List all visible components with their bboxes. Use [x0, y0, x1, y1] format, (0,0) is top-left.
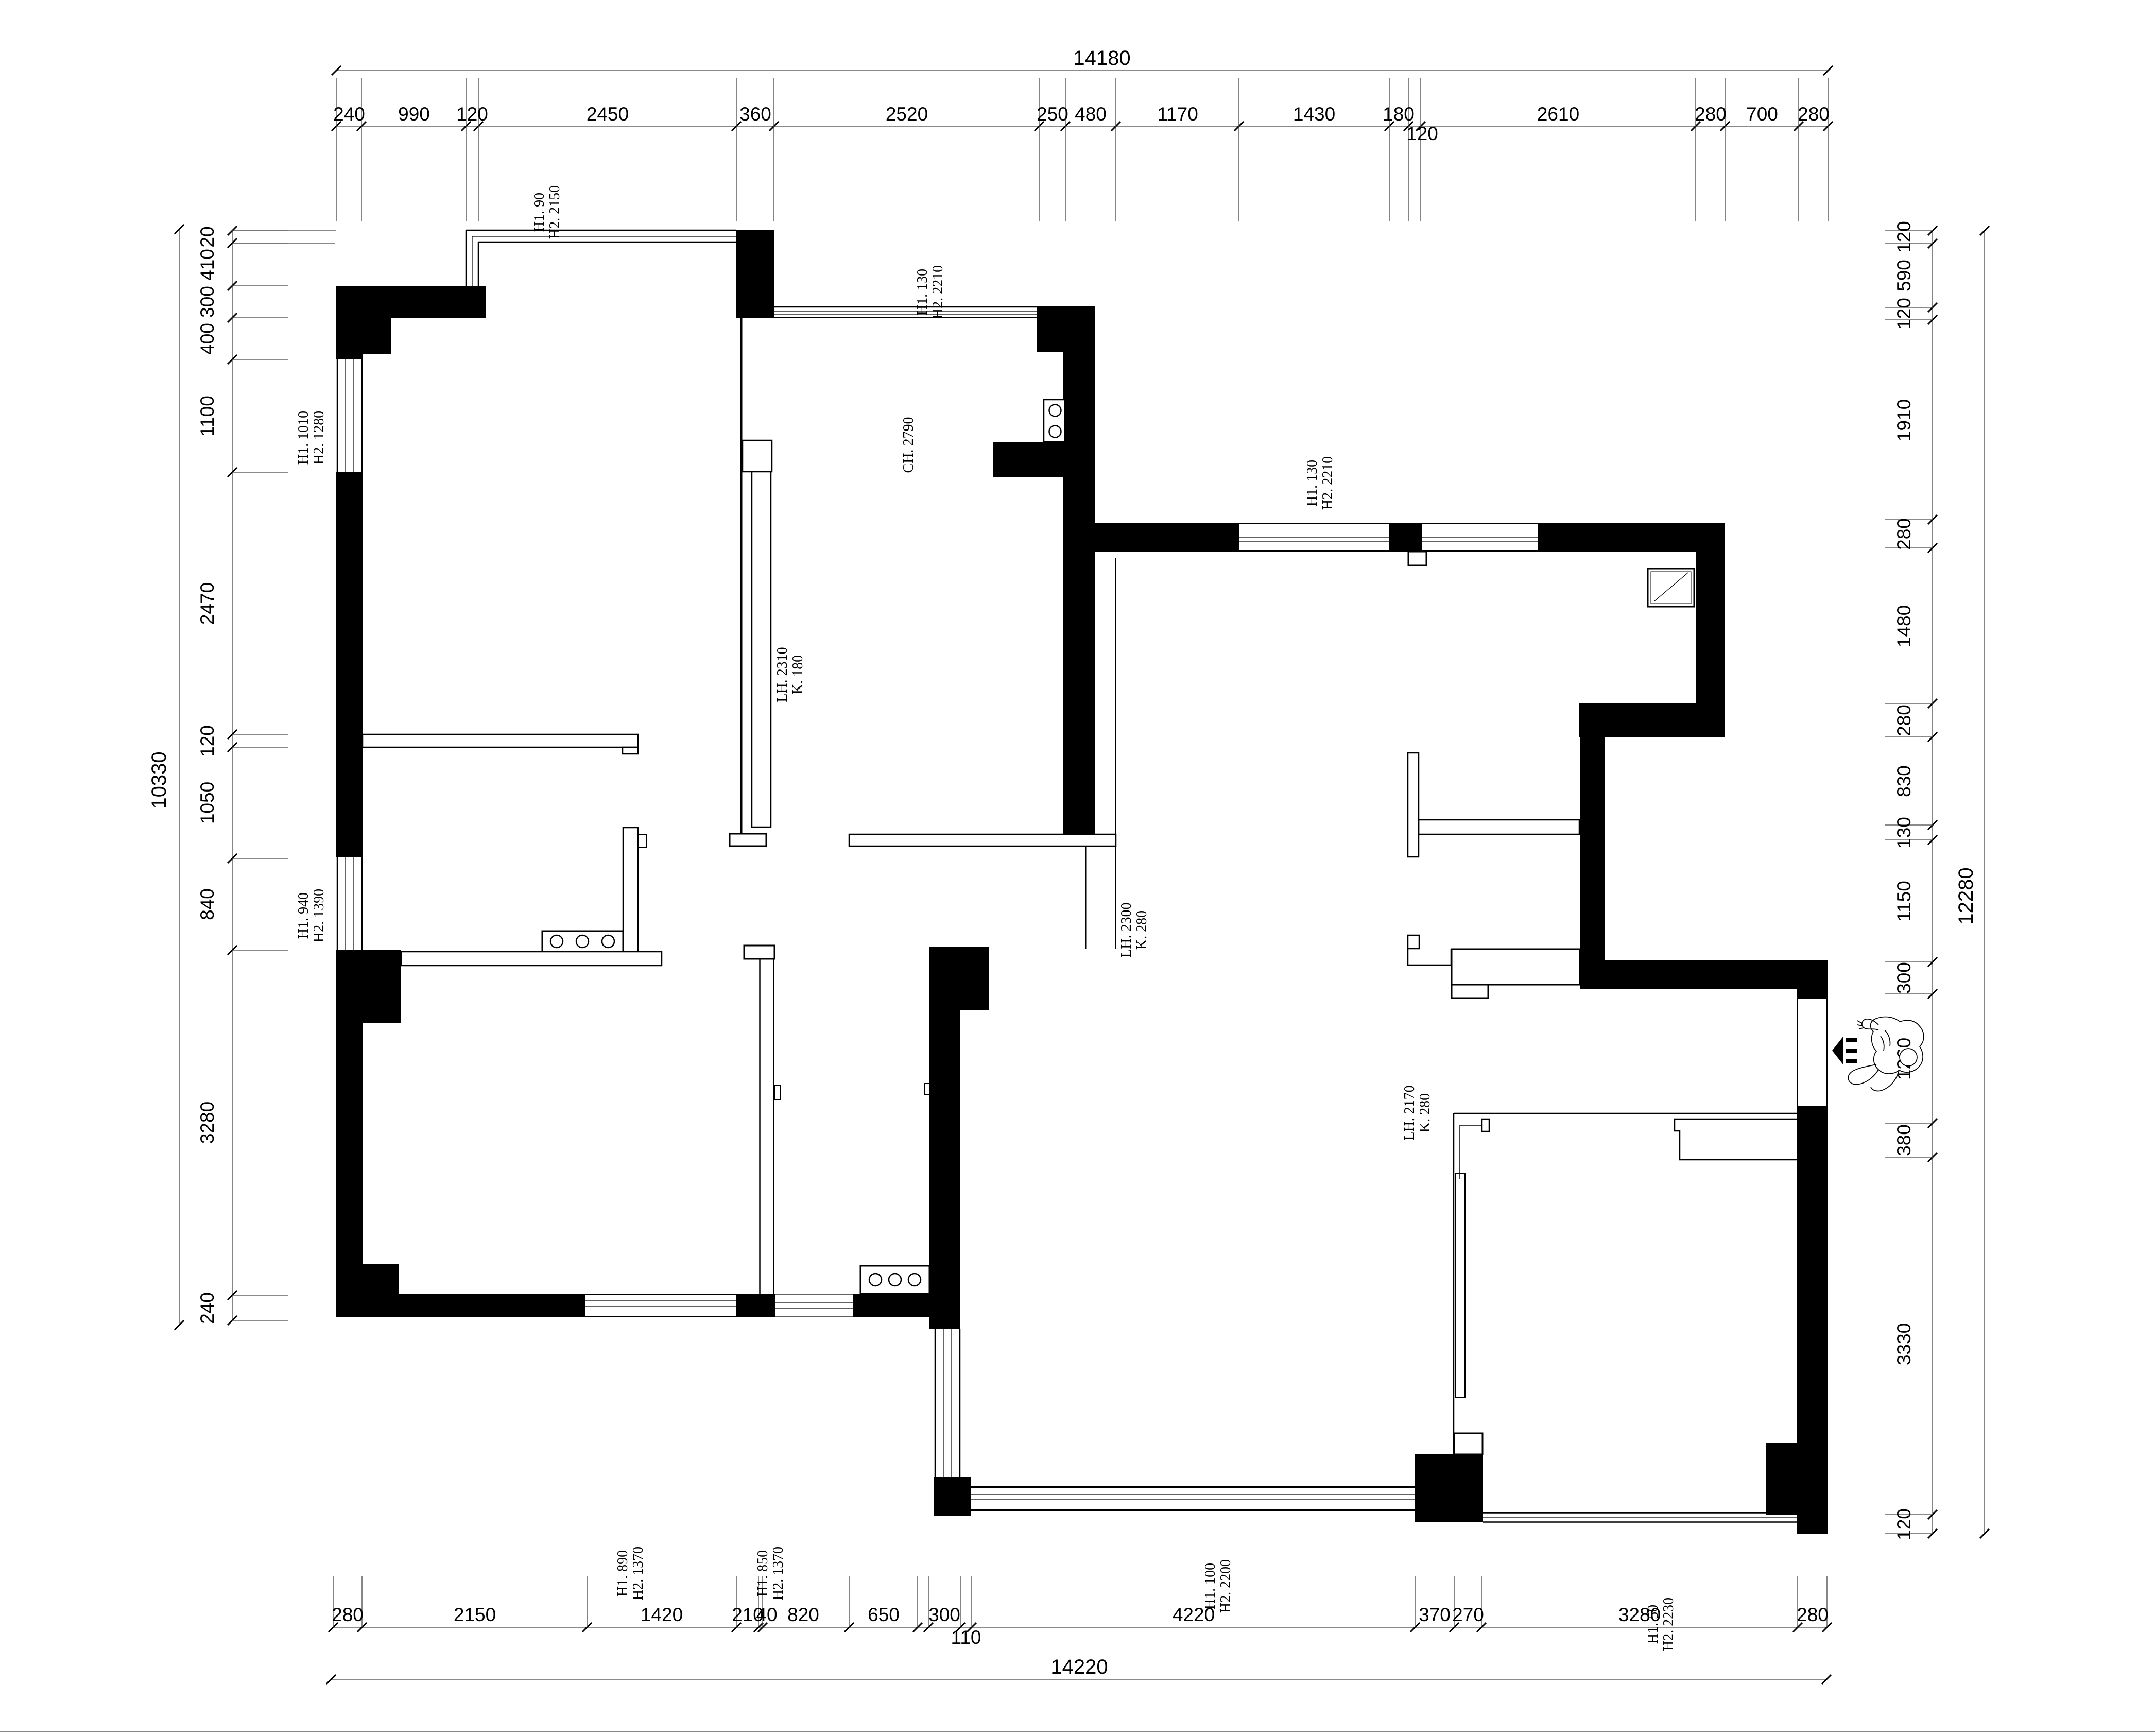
svg-text:120: 120	[1893, 221, 1915, 253]
svg-text:2610: 2610	[1537, 104, 1579, 125]
svg-text:20: 20	[197, 226, 218, 247]
svg-text:370: 370	[1419, 1604, 1451, 1625]
svg-text:H2. 2210: H2. 2210	[930, 265, 946, 319]
svg-text:120: 120	[1893, 298, 1915, 330]
svg-text:H1. 850: H1. 850	[755, 1550, 771, 1596]
svg-text:280: 280	[332, 1604, 364, 1625]
svg-text:210: 210	[732, 1604, 764, 1625]
svg-text:H2. 1370: H2. 1370	[630, 1546, 646, 1600]
svg-text:H1. 100: H1. 100	[1202, 1563, 1218, 1609]
svg-text:240: 240	[333, 104, 365, 125]
svg-text:K. 180: K. 180	[790, 655, 806, 694]
svg-text:H2. 1390: H2. 1390	[311, 889, 327, 942]
svg-text:120: 120	[1406, 123, 1438, 144]
svg-text:380: 380	[1893, 1124, 1915, 1156]
svg-text:280: 280	[1893, 518, 1915, 550]
svg-text:2150: 2150	[454, 1604, 496, 1625]
svg-text:300: 300	[1893, 962, 1915, 994]
svg-text:410: 410	[197, 249, 218, 281]
svg-text:LH. 2310: LH. 2310	[774, 647, 790, 702]
svg-text:400: 400	[197, 323, 218, 355]
svg-text:1100: 1100	[197, 396, 218, 437]
svg-text:1430: 1430	[1293, 104, 1335, 125]
svg-text:240: 240	[197, 1292, 218, 1324]
svg-text:820: 820	[787, 1604, 819, 1625]
svg-text:1480: 1480	[1893, 605, 1915, 647]
svg-text:H2. 2230: H2. 2230	[1661, 1597, 1677, 1651]
svg-text:1170: 1170	[1157, 104, 1198, 125]
svg-text:480: 480	[1075, 104, 1107, 125]
svg-text:K. 280: K. 280	[1417, 1093, 1433, 1132]
svg-text:H2. 2200: H2. 2200	[1218, 1559, 1234, 1613]
svg-text:300: 300	[928, 1604, 960, 1625]
svg-text:H2. 2150: H2. 2150	[547, 185, 563, 239]
svg-text:110: 110	[951, 1627, 981, 1648]
svg-text:830: 830	[1893, 765, 1915, 797]
svg-text:H2. 1370: H2. 1370	[770, 1546, 786, 1600]
svg-text:LH. 2170: LH. 2170	[1402, 1085, 1418, 1140]
svg-text:K. 280: K. 280	[1134, 910, 1150, 950]
svg-text:840: 840	[197, 888, 218, 920]
svg-text:1050: 1050	[197, 782, 218, 824]
svg-text:LH. 2300: LH. 2300	[1118, 902, 1134, 957]
svg-text:40: 40	[756, 1604, 777, 1625]
svg-text:3280: 3280	[197, 1102, 218, 1144]
svg-text:14180: 14180	[1073, 47, 1130, 70]
svg-text:280: 280	[1695, 104, 1727, 125]
svg-text:590: 590	[1893, 260, 1915, 291]
svg-text:12280: 12280	[1955, 867, 1977, 924]
svg-text:H1. 1010: H1. 1010	[296, 411, 312, 465]
svg-text:H1. 90: H1. 90	[531, 193, 547, 232]
svg-text:H1. 130: H1. 130	[1304, 460, 1320, 506]
svg-text:300: 300	[197, 286, 218, 318]
svg-text:CH. 2790: CH. 2790	[901, 417, 917, 473]
svg-text:270: 270	[1452, 1604, 1484, 1625]
svg-text:650: 650	[868, 1604, 900, 1625]
svg-text:180: 180	[1383, 104, 1415, 125]
svg-text:1150: 1150	[1893, 881, 1915, 922]
svg-text:H1. 940: H1. 940	[296, 892, 312, 939]
svg-text:120: 120	[456, 104, 488, 125]
svg-text:1910: 1910	[1893, 399, 1915, 441]
svg-text:2450: 2450	[587, 104, 629, 125]
svg-text:120: 120	[197, 725, 218, 757]
svg-text:H2. 2210: H2. 2210	[1320, 456, 1336, 510]
svg-text:2520: 2520	[886, 104, 928, 125]
svg-text:H1. 890: H1. 890	[615, 1550, 631, 1596]
svg-text:H1. 130: H1. 130	[915, 269, 930, 315]
svg-text:4220: 4220	[1173, 1604, 1215, 1625]
svg-text:130: 130	[1893, 817, 1915, 849]
svg-text:280: 280	[1893, 704, 1915, 736]
svg-text:120: 120	[1893, 1508, 1915, 1540]
svg-text:700: 700	[1746, 104, 1778, 125]
svg-text:280: 280	[1798, 104, 1830, 125]
svg-text:1420: 1420	[641, 1604, 683, 1625]
svg-text:280: 280	[1797, 1604, 1829, 1625]
svg-text:10330: 10330	[148, 751, 170, 809]
svg-text:3330: 3330	[1893, 1323, 1915, 1365]
svg-text:360: 360	[739, 104, 771, 125]
svg-text:H1. 50: H1. 50	[1645, 1605, 1661, 1644]
svg-text:14220: 14220	[1050, 1656, 1108, 1678]
svg-text:H2. 1280: H2. 1280	[311, 411, 327, 465]
svg-text:990: 990	[398, 104, 430, 125]
svg-text:250: 250	[1037, 104, 1068, 125]
svg-text:3280: 3280	[1618, 1604, 1661, 1625]
svg-text:2470: 2470	[197, 582, 218, 625]
